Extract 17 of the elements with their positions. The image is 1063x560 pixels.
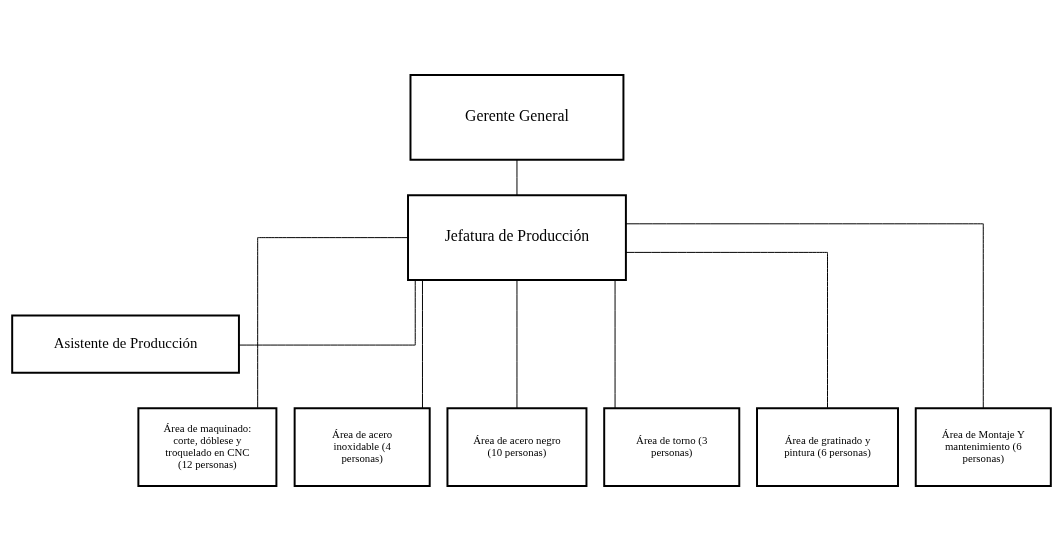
- connector: [625, 222, 984, 408]
- node-box: Área de maquinado: corte, dóblese y troquelado en CNC (12 personas): [137, 406, 278, 487]
- node-box: Asistente de Producción: [11, 314, 240, 374]
- node-box: Área de Montaje Y mantenimiento (6 personas): [914, 406, 1052, 487]
- connector: [422, 279, 423, 408]
- connector: [238, 279, 416, 346]
- connector: [257, 236, 409, 408]
- node-box: Gerente General: [409, 73, 625, 161]
- node-box: Área de acero negro (10 personas): [446, 406, 588, 487]
- node-box: Área de gratinado y pintura (6 personas): [756, 406, 899, 487]
- connector: [516, 158, 518, 196]
- connector: [614, 279, 616, 408]
- connector: [625, 251, 828, 408]
- node-box: Jefatura de Producción: [407, 193, 627, 281]
- connector: [516, 279, 518, 408]
- node-box: Área de torno (3 personas): [603, 406, 741, 487]
- node-box: Área de acero inoxidable (4 personas): [293, 406, 431, 487]
